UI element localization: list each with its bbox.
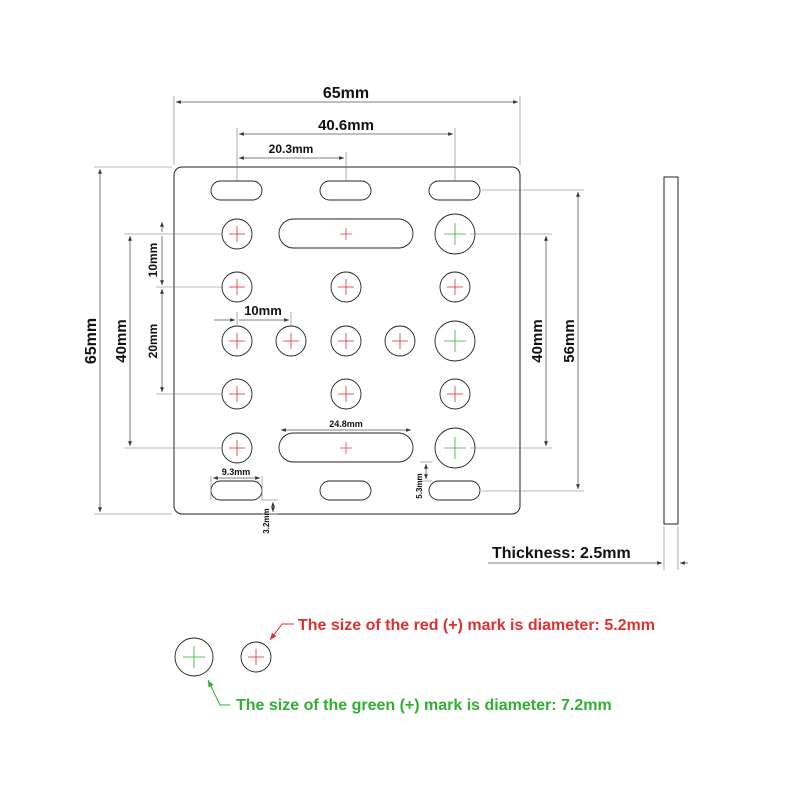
side-view: Thickness: 2.5mm [488, 176, 688, 570]
dim-height-slots-right: 56mm [482, 189, 584, 492]
dim-slot-long-length-label: 24.8mm [329, 419, 363, 429]
dim-width-outer-holes: 40.6mm [236, 117, 456, 182]
dim-width-overall-label: 65mm [323, 85, 369, 102]
dim-spacing-10-horizontal: 10mm [214, 303, 292, 326]
dim-edge-offset-label: 3.2mm [262, 508, 271, 533]
dim-height-inner-left: 40mm [113, 233, 222, 449]
legend-red-hole [240, 641, 272, 673]
legend-green-text: The size of the green (+) mark is diamet… [236, 697, 612, 714]
dim-slot-short-length-label: 9.3mm [222, 467, 251, 477]
slot-bottom-left [210, 480, 263, 501]
legend-green-hole [174, 637, 214, 677]
hole-green [434, 320, 476, 362]
slot-top-center [319, 180, 372, 201]
legend-green-leader [207, 679, 230, 706]
hole-red [439, 378, 471, 410]
hole-red [221, 378, 253, 410]
slots [210, 180, 481, 501]
dim-width-outer-holes-label: 40.6mm [318, 117, 374, 134]
dim-slot-long-length: 24.8mm [281, 419, 411, 432]
dim-width-half: 20.3mm [239, 142, 347, 182]
dim-spacing-20-label: 20mm [146, 324, 160, 359]
slot-bottom-right [428, 480, 481, 501]
dim-height-overall: 65mm [83, 166, 172, 515]
dim-slot-width-label: 5.3mm [415, 473, 424, 498]
hole-green [434, 427, 476, 469]
dim-edge-offset: 3.2mm [262, 499, 278, 534]
dim-width-half-label: 20.3mm [269, 142, 314, 156]
hole-red [221, 218, 253, 250]
plate-side-profile [663, 176, 679, 525]
dim-height-overall-label: 65mm [83, 318, 100, 364]
hole-red [330, 271, 362, 303]
legend-red-leader [269, 623, 294, 641]
hole-red [221, 325, 253, 357]
dim-height-inner-right-label: 40mm [529, 319, 546, 362]
dim-height-inner-right: 40mm [470, 233, 552, 449]
slot-bottom-center [319, 480, 372, 501]
legend-red-text: The size of the red (+) mark is diameter… [298, 617, 655, 634]
hole-red [275, 325, 307, 357]
holes-red [221, 218, 471, 464]
hole-red [384, 325, 416, 357]
dim-spacing-10-vertical: 10mm [146, 222, 164, 285]
dim-height-slots-right-label: 56mm [561, 319, 578, 362]
thickness-label: Thickness: 2.5mm [492, 545, 631, 562]
hole-green [434, 213, 476, 255]
hole-red [221, 271, 253, 303]
hole-red [330, 378, 362, 410]
hole-red [330, 325, 362, 357]
dim-spacing-20: 20mm [146, 286, 222, 395]
hole-red [439, 271, 471, 303]
dim-slot-short-length: 9.3mm [210, 467, 263, 500]
legend: The size of the red (+) mark is diameter… [174, 617, 655, 714]
dim-height-inner-left-label: 40mm [113, 319, 130, 362]
dim-spacing-10-vertical-label: 10mm [146, 243, 160, 278]
slot-top-right [428, 180, 481, 201]
dim-width-overall: 65mm [173, 85, 521, 165]
hole-red [221, 432, 253, 464]
slot-top-left [210, 180, 263, 201]
dim-slot-width: 5.3mm [415, 461, 432, 499]
dim-spacing-10-horizontal-label: 10mm [244, 303, 282, 318]
